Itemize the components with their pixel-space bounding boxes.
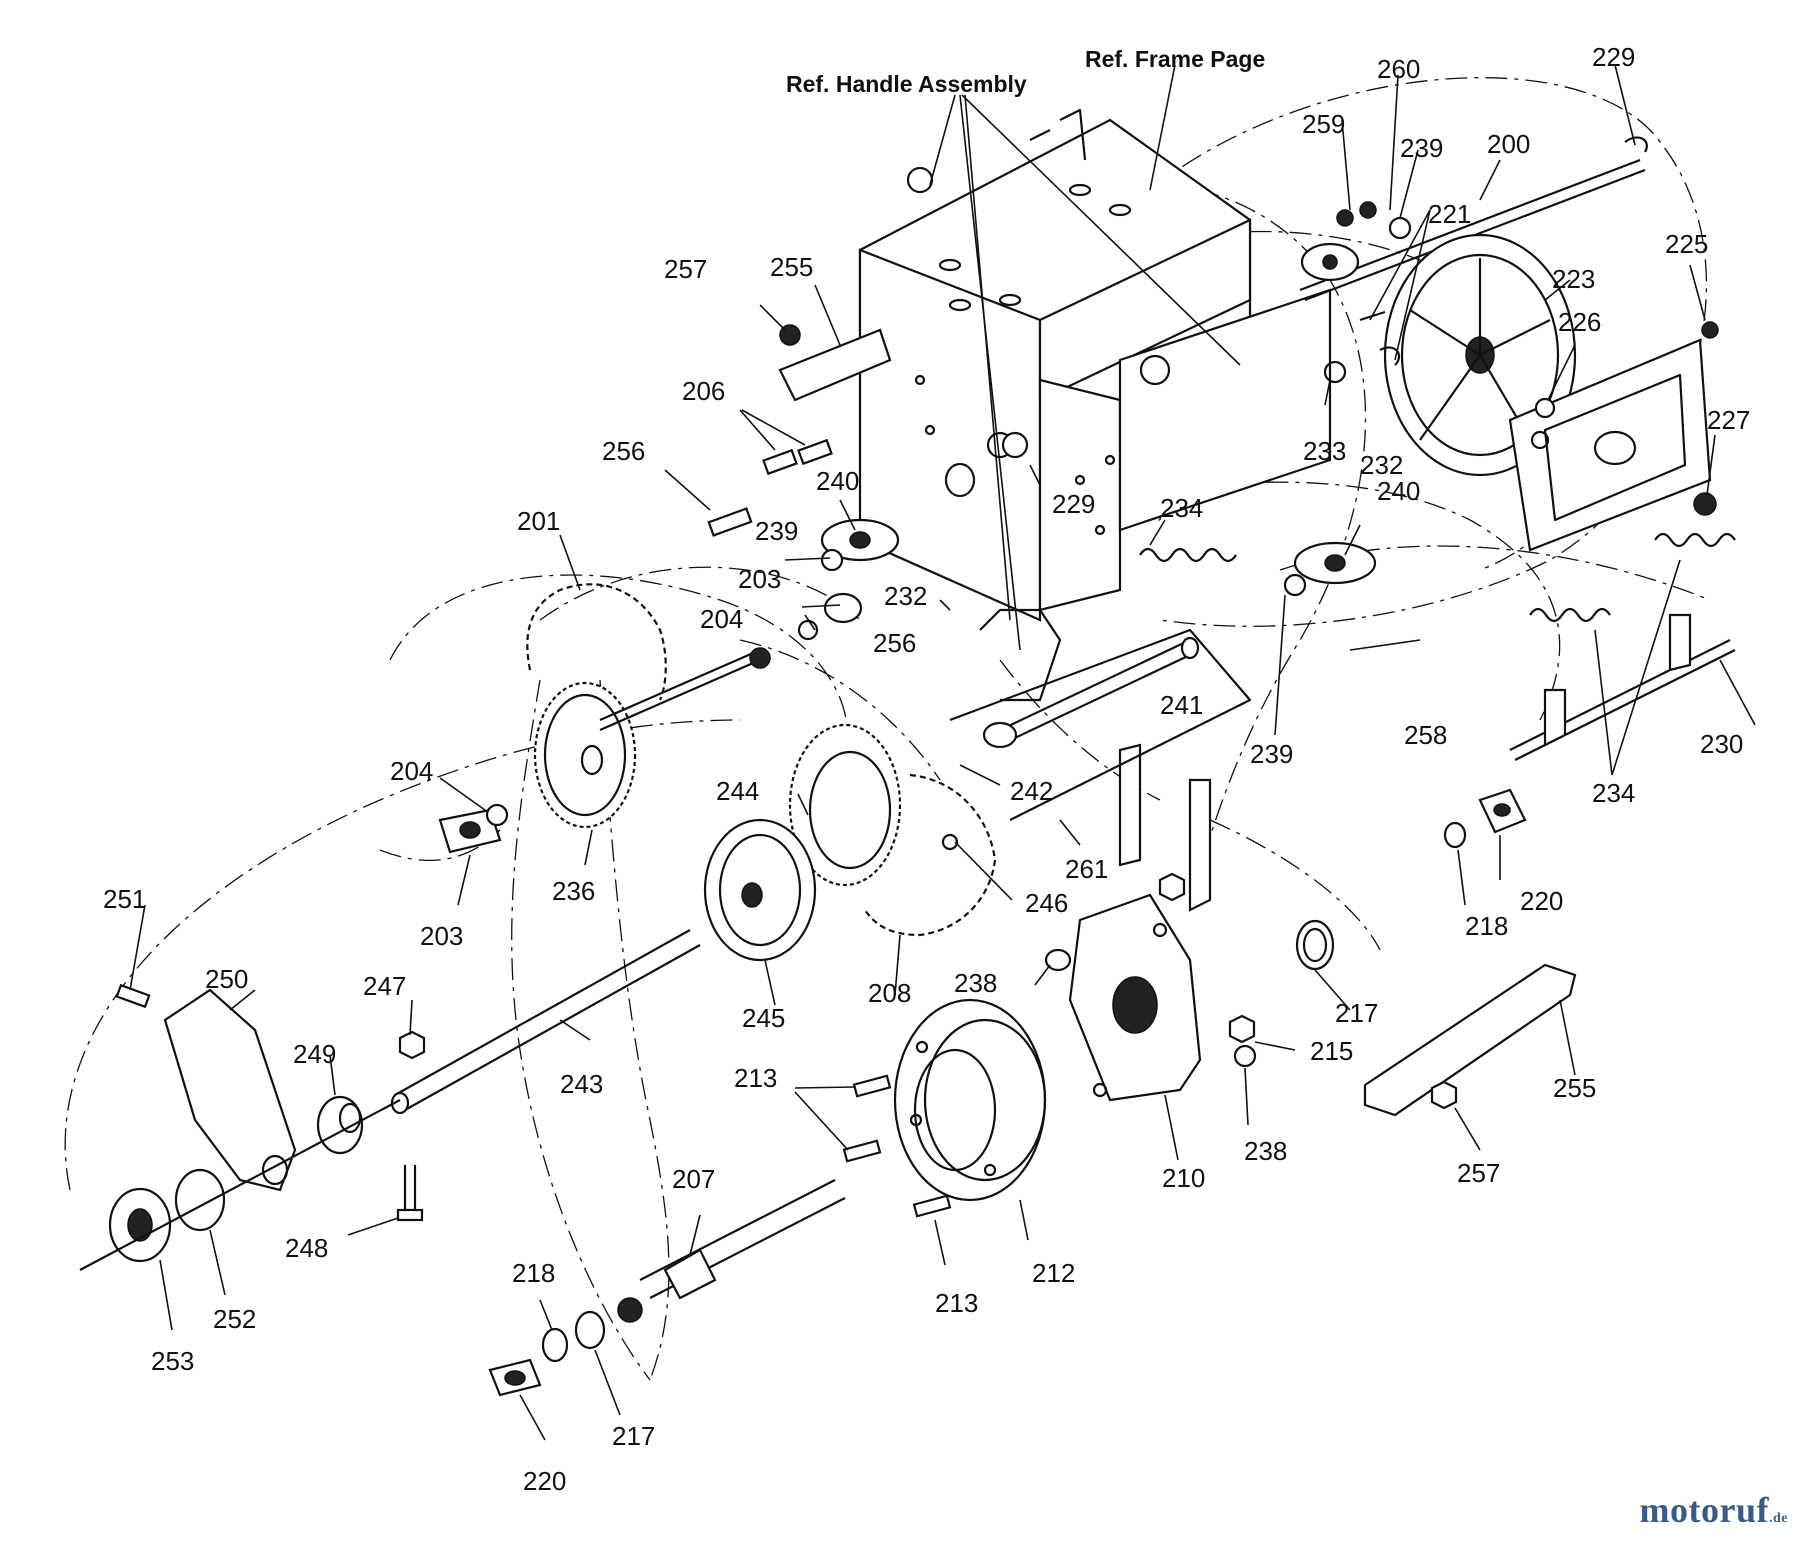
part-label: 218 [1465,911,1508,941]
shift-rod-241 [979,608,1212,912]
frame-housing [858,108,1347,622]
sprocket-244 [788,723,902,887]
part-label: 217 [1335,998,1378,1028]
site-watermark: motoruf.de [1640,1489,1788,1531]
part-label: 255 [1553,1073,1596,1103]
part-label: 220 [523,1466,566,1496]
part-label: 255 [770,252,813,282]
shift-arm-261-box [949,628,1252,821]
bolts-213-215-238 [842,872,1257,1218]
part-label: 208 [868,978,911,1008]
drum-212 [893,998,1047,1202]
part-label: 259 [1302,109,1345,139]
part-label: 229 [1592,42,1635,72]
part-label: 240 [1377,476,1420,506]
leader-lines [129,64,1756,1441]
part-label: 236 [552,876,595,906]
part-label: 253 [151,1346,194,1376]
part-label: 238 [1244,1136,1287,1166]
tension-springs-234 [1139,532,1736,623]
part-label: 250 [205,964,248,994]
part-label: 240 [816,466,859,496]
part-label: 249 [293,1039,336,1069]
part-label: 203 [738,564,781,594]
part-label: 223 [1552,264,1595,294]
part-label: 217 [612,1421,655,1451]
part-label: 256 [602,436,645,466]
part-label: 220 [1520,886,1563,916]
bearing-plate-right [1508,321,1719,552]
part-label: 241 [1160,690,1203,720]
axle-243 [390,929,701,1115]
part-label: 238 [954,968,997,998]
watermark-suffix: .de [1769,1511,1788,1526]
part-label: 225 [1665,229,1708,259]
part-label: 226 [1558,307,1601,337]
part-label: 215 [1310,1036,1353,1066]
part-label: 213 [734,1063,777,1093]
ref-frame-page-label: Ref. Frame Page [1085,46,1265,72]
housing-210 [1068,893,1335,1102]
bearing-flange-220-right [1443,788,1527,849]
part-label: 221 [1428,199,1471,229]
part-label: 246 [1025,888,1068,918]
bracket-255-right [1363,963,1577,1117]
part-label: 244 [716,776,759,806]
part-label: 234 [1160,493,1203,523]
part-label: 206 [682,376,725,406]
part-label: 260 [1377,54,1420,84]
part-label: 248 [285,1233,328,1263]
part-label: 239 [1400,133,1443,163]
hub-245 [703,818,959,962]
reference-labels: Ref. Handle Assembly Ref. Frame Page [786,46,1265,97]
part-label: 203 [420,921,463,951]
bearings-240-239 [797,431,1377,641]
part-label: 218 [512,1258,555,1288]
part-label: 213 [935,1288,978,1318]
part-label: 257 [664,254,707,284]
shaft-207 [488,1179,846,1397]
part-label: 252 [213,1304,256,1334]
part-label: 234 [1592,778,1635,808]
part-label: 230 [1700,729,1743,759]
part-label: 251 [103,884,146,914]
chain-208 [864,773,997,937]
part-number-labels: 229 260 259 239 200 221 223 225 226 227 … [103,42,1750,1496]
part-label: 210 [1162,1163,1205,1193]
part-label: 257 [1457,1158,1500,1188]
shift-shaft-230 [1509,613,1736,761]
part-label: 232 [884,581,927,611]
bracket-250 [115,983,297,1192]
part-label: 207 [672,1164,715,1194]
bolts-206-256 [707,166,934,537]
part-label: 239 [755,516,798,546]
chain-201 [526,583,667,701]
part-label: 239 [1250,739,1293,769]
bearing-flange-203 [438,803,509,854]
part-label: 229 [1052,489,1095,519]
part-label: 245 [742,1003,785,1033]
part-label: 233 [1303,436,1346,466]
part-label: 258 [1404,720,1447,750]
part-label: 204 [700,604,743,634]
ref-handle-assembly-label: Ref. Handle Assembly [786,71,1027,97]
part-label: 243 [560,1069,603,1099]
part-label: 256 [873,628,916,658]
part-label: 204 [390,756,433,786]
collar-249-252-253 [79,1095,401,1271]
part-label: 212 [1032,1258,1075,1288]
sprocket-236 [533,647,771,829]
part-label: 232 [1360,450,1403,480]
part-label: 242 [1010,776,1053,806]
part-label: 201 [517,506,560,536]
part-label: 200 [1487,129,1530,159]
part-label: 261 [1065,854,1108,884]
watermark-brand: motoruf [1639,1490,1769,1530]
part-label: 247 [363,971,406,1001]
part-label: 227 [1707,405,1750,435]
bolt-247-248 [396,1030,426,1222]
